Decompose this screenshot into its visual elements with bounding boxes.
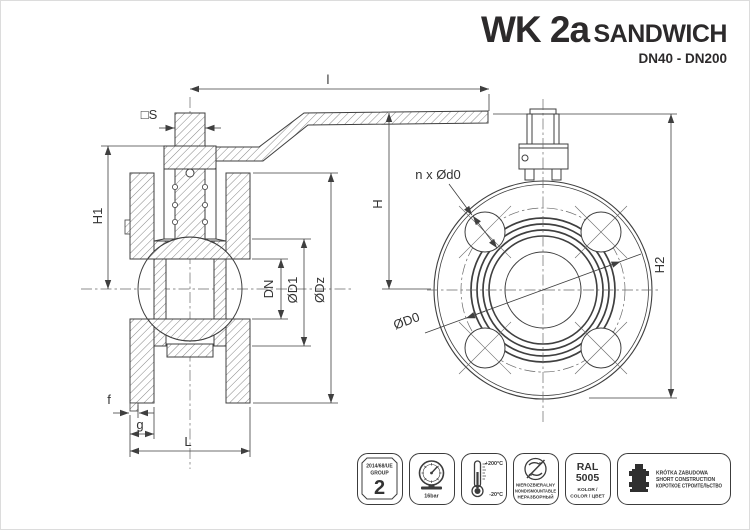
stem-pin — [185, 168, 195, 178]
pressure-rating: 16bar — [424, 494, 439, 500]
nondismountable-icon: NIEROZBIERALNY NONDISMOUNTABLE НЕРАЗБОРН… — [515, 457, 556, 500]
dim-label-d1: ØD1 — [285, 277, 300, 304]
dim-line-d0-hole — [472, 215, 498, 249]
ped-badge-icon: 2014/68/UE GROUP 2 — [361, 457, 398, 500]
ral-color-icon: RAL 5005 KOLOR / COLOR / ЦВЕТ — [570, 461, 604, 500]
dim-arrow-bolt-circle — [600, 261, 621, 270]
title-block: WK 2a SANDWICH DN40 - DN200 — [480, 9, 728, 66]
gland-bolt — [201, 218, 208, 225]
front-stem — [518, 108, 569, 181]
construction-en: SHORT CONSTRUCTION — [656, 477, 716, 483]
ped-group-value: 2 — [374, 477, 385, 499]
ball-bottom-section — [146, 318, 234, 342]
collar-screw — [521, 154, 529, 162]
construction-ru: КОРОТКОЕ СТРОИТЕЛЬСТВО — [656, 484, 722, 490]
lever-handle — [204, 110, 489, 162]
badge-pressure: 16bar — [409, 453, 455, 505]
stem-tab — [524, 168, 535, 181]
badge-short-construction: KRÓTKA ZABUDOWA SHORT CONSTRUCTION КОРОТ… — [617, 453, 731, 505]
temp-min: -20°C — [489, 492, 503, 498]
left-flange-lower — [129, 318, 155, 404]
body-bottom-plate — [166, 343, 214, 358]
dim-label-g: g — [136, 417, 143, 432]
ped-badge-frame — [361, 457, 398, 500]
gland-bolt — [171, 218, 178, 225]
size-range: DN40 - DN200 — [638, 51, 727, 66]
dim-label-h: H — [370, 199, 385, 208]
stem-tab — [551, 168, 562, 181]
nondismountable-pl: NIEROZBIERALNY — [516, 483, 555, 488]
dim-label-bolt-holes: n x Ød0 — [415, 167, 461, 182]
raised-face-step — [129, 402, 139, 412]
stem-square-head — [174, 112, 206, 147]
gland-bolt — [171, 201, 178, 208]
gland-bolt — [201, 201, 208, 208]
thermometer-icon: +200°C -20°C — [471, 460, 503, 498]
right-flange-upper — [225, 172, 251, 260]
ball-top-section — [146, 236, 234, 260]
construction-pl: KRÓTKA ZABUDOWA — [656, 469, 708, 477]
flange-step — [124, 219, 131, 235]
dim-label-L: L — [184, 434, 191, 449]
right-flange-lower — [225, 318, 251, 404]
badge-temperature: +200°C -20°C — [461, 453, 507, 505]
front-flange-view — [427, 99, 661, 425]
short-construction-content: KRÓTKA ZABUDOWA SHORT CONSTRUCTION КОРОТ… — [629, 464, 722, 492]
pressure-gauge-icon: 16bar — [418, 460, 445, 500]
dim-label-h1: H1 — [90, 208, 105, 225]
ped-directive: 2014/68/UE — [366, 464, 393, 470]
side-section-view — [81, 97, 489, 469]
page-title: WK 2a SANDWICH — [480, 9, 728, 50]
dimensions — [101, 85, 677, 457]
badge-strip: 2014/68/UE GROUP 2 16bar — [357, 453, 731, 505]
ped-group-label: GROUP — [370, 471, 389, 477]
temp-max: +200°C — [485, 461, 503, 467]
badge-color: RAL 5005 KOLOR / COLOR / ЦВЕТ — [565, 453, 611, 505]
gland-bolt — [171, 183, 178, 190]
nondismountable-ru: НЕРАЗБОРНЫЙ — [518, 493, 554, 500]
dim-label-bolt-circle: ØD0 — [391, 309, 421, 332]
badge-ped-group: 2014/68/UE GROUP 2 — [357, 453, 403, 505]
product-name: WK 2a — [480, 9, 590, 50]
dim-label-lever-length: l — [327, 72, 330, 87]
gland-flange — [163, 145, 217, 170]
dim-label-stem-square: □S — [141, 107, 158, 122]
leader-bolt-holes — [448, 183, 473, 216]
color-label-en-ru: COLOR / ЦВЕТ — [570, 494, 604, 500]
product-variant: SANDWICH — [593, 20, 728, 48]
color-label-pl: KOLOR / — [578, 487, 599, 493]
stem-shaft — [174, 168, 206, 240]
dim-label-dz: ØDz — [312, 277, 327, 303]
ral-code: 5005 — [576, 472, 600, 484]
valve-silhouette-icon — [629, 464, 649, 492]
nondismountable-en: NONDISMOUNTABLE — [515, 489, 556, 494]
dim-arrow-bolt-circle — [465, 310, 486, 319]
ral-standard: RAL — [577, 461, 599, 473]
gland-bolt — [201, 183, 208, 190]
dimension-labels: l □S H1 DN ØD1 ØDz H n x Ød0 ØD0 H2 f g … — [90, 72, 667, 449]
badge-nondismountable: NIEROZBIERALNY NONDISMOUNTABLE НЕРАЗБОРН… — [513, 453, 559, 505]
dim-label-f: f — [107, 392, 111, 407]
dim-label-dn: DN — [261, 280, 276, 299]
dim-label-h2: H2 — [652, 257, 667, 274]
left-flange-upper — [129, 172, 155, 260]
